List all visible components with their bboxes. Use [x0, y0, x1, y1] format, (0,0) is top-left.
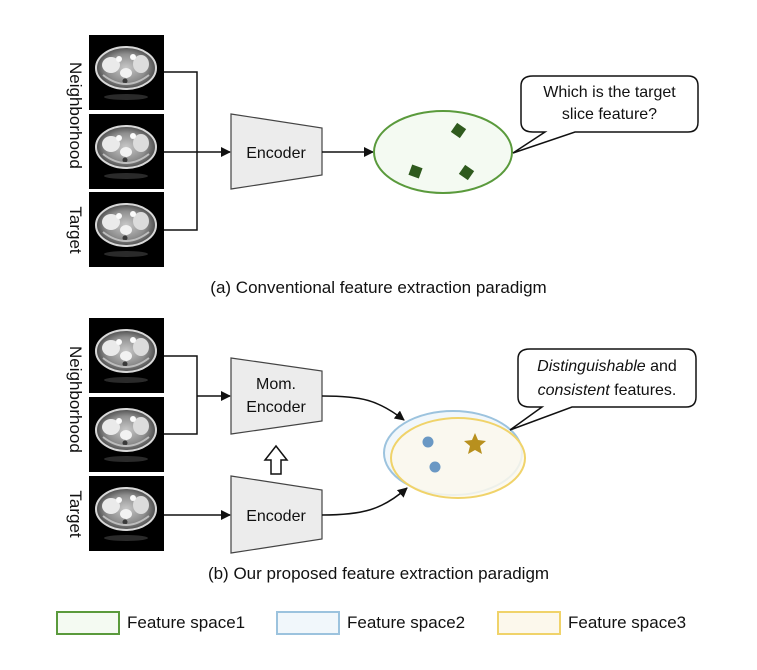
feature-space3-ellipse — [390, 417, 526, 499]
panel-b: Mom. Encoder Encoder — [88, 317, 697, 554]
speech-bubble-b — [509, 348, 697, 431]
mom-encoder-label-line2: Encoder — [246, 399, 306, 416]
bubble-a-line2: slice feature? — [561, 106, 658, 123]
connector-bracket-b — [164, 355, 198, 435]
mom-encoder-label-line1: Mom. — [256, 376, 296, 393]
legend-swatch-space1 — [56, 611, 120, 635]
neighborhood-label-b: Neighborhood — [66, 346, 85, 453]
feature-space1-ellipse — [373, 110, 513, 194]
legend-label-space2: Feature space2 — [347, 613, 466, 632]
caption-a: (a) Conventional feature extraction para… — [210, 278, 547, 297]
bubble-b-line1: Distinguishable and — [518, 356, 696, 378]
legend-label-space1: Feature space1 — [127, 613, 246, 632]
bubble-a-line1: Which is the target — [543, 84, 676, 101]
target-label-b: Target — [66, 490, 85, 538]
encoder-a — [230, 113, 323, 190]
legend-swatch-space3 — [497, 611, 561, 635]
caption-b: (b) Our proposed feature extraction para… — [207, 564, 550, 583]
ct-slice-b-neighbor-2 — [88, 396, 165, 473]
feature-diamond-1 — [450, 122, 467, 139]
curved-arrow-mom — [321, 395, 405, 421]
feature-diamond-3 — [458, 164, 475, 181]
legend-label-space3: Feature space3 — [568, 613, 687, 632]
feature-dot-2 — [429, 461, 441, 473]
momentum-update-arrow-icon — [263, 444, 289, 475]
speech-bubble-a — [512, 75, 699, 154]
target-feature-star-icon — [464, 433, 486, 454]
bubble-b-italic1: Distinguishable — [537, 358, 646, 375]
bubble-b-italic2: consistent — [537, 382, 610, 399]
mom-encoder — [230, 357, 323, 435]
legend-swatch-space2 — [276, 611, 340, 635]
encoder-b — [230, 475, 323, 554]
bubble-b-text1: and — [645, 358, 677, 375]
feature-diamond-2 — [408, 164, 423, 179]
ct-slice-a-neighbor-2 — [88, 113, 165, 190]
curved-arrow-enc — [321, 487, 408, 516]
target-label-a: Target — [66, 206, 85, 254]
encoder-b-label: Encoder — [246, 508, 306, 525]
connector-bracket-a — [164, 71, 198, 231]
bubble-b-line2: consistent features. — [518, 380, 696, 402]
panel-a: Encoder — [88, 34, 699, 268]
ct-slice-b-target — [88, 475, 165, 552]
ct-slice-a-target — [88, 191, 165, 268]
feature-dot-1 — [422, 436, 434, 448]
neighborhood-label-a: Neighborhood — [66, 62, 85, 169]
ct-slice-a-neighbor-1 — [88, 34, 165, 111]
encoder-a-label: Encoder — [246, 145, 306, 162]
ct-slice-b-neighbor-1 — [88, 317, 165, 394]
bubble-b-text2: features. — [609, 382, 677, 399]
